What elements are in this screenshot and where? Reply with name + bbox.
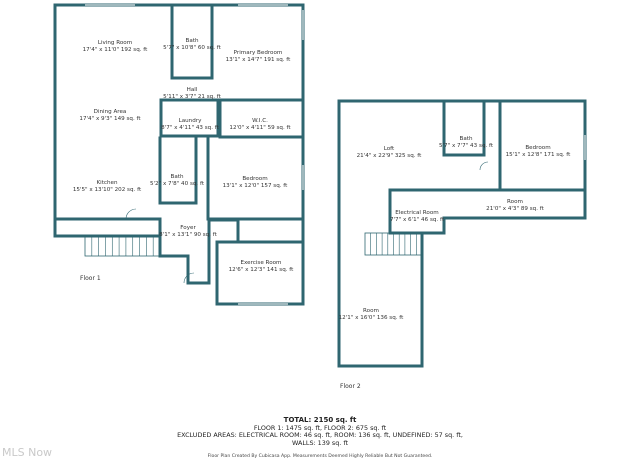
room-dims-wic: 12'0" x 4'11" 59 sq. ft bbox=[229, 125, 291, 131]
floor1-laundry-walls bbox=[159, 98, 220, 138]
floor1-bath2-walls bbox=[158, 136, 198, 205]
door-swing bbox=[125, 208, 137, 220]
floor1-bedroom-walls bbox=[206, 135, 305, 221]
room-name-room1: Room bbox=[507, 199, 523, 205]
floor2-label: Floor 2 bbox=[340, 383, 361, 390]
room-name-living: Living Room bbox=[98, 40, 132, 46]
room-dims-kitchen: 15'5" x 13'10" 202 sq. ft bbox=[73, 187, 142, 193]
room-dims-laundry: 8'7" x 4'11" 43 sq. ft bbox=[161, 125, 219, 131]
room-name-wic: W.I.C. bbox=[252, 118, 268, 124]
room-name-primary: Primary Bedroom bbox=[234, 50, 283, 56]
room-dims-loft: 21'4" x 22'9" 325 sq. ft bbox=[357, 153, 423, 159]
summary-total: TOTAL: 2150 sq. ft bbox=[283, 416, 357, 424]
room-name-bath1: Bath bbox=[185, 38, 198, 44]
floor1-kitchen-walls bbox=[53, 217, 162, 238]
summary-excluded: EXCLUDED AREAS: ELECTRICAL ROOM: 46 sq. … bbox=[177, 431, 463, 440]
room-dims-bath2: 5'2" x 7'8" 40 sq. ft bbox=[150, 181, 205, 187]
room-name-room2: Room bbox=[363, 308, 379, 314]
summary-floors: FLOOR 1: 1475 sq. ft, FLOOR 2: 675 sq. f… bbox=[253, 423, 387, 432]
room-name-bath2: Bath bbox=[170, 174, 183, 180]
summary-walls: WALLS: 139 sq. ft bbox=[291, 438, 349, 447]
room-name-electrical: Electrical Room bbox=[395, 210, 438, 216]
room-dims-bath3: 5'7" x 7'7" 43 sq. ft bbox=[439, 143, 494, 149]
room-name-loft: Loft bbox=[384, 146, 395, 152]
floor1-label: Floor 1 bbox=[80, 275, 101, 282]
room-name-exercise: Exercise Room bbox=[241, 260, 282, 266]
room-name-dining: Dining Area bbox=[94, 109, 127, 115]
room-name-laundry: Laundry bbox=[179, 118, 202, 124]
floor2-bath-walls bbox=[442, 99, 486, 157]
floor1-bath1-walls bbox=[170, 3, 214, 80]
room-dims-dining: 17'4" x 9'3" 149 sq. ft bbox=[79, 116, 141, 122]
floor1-stairs bbox=[84, 235, 161, 257]
room-dims-bath1: 5'7" x 10'8" 60 sq. ft bbox=[163, 45, 221, 51]
room-dims-electrical: 7'7" x 6'1" 46 sq. ft bbox=[390, 217, 445, 223]
room-name-bedroom2: Bedroom bbox=[525, 145, 550, 151]
room-dims-exercise: 12'6" x 12'3" 141 sq. ft bbox=[229, 267, 295, 273]
disclaimer: Floor Plan Created By Cubicasa App. Meas… bbox=[207, 454, 433, 459]
floor1-wic-walls bbox=[218, 98, 305, 139]
watermark: MLS Now bbox=[2, 446, 53, 459]
room-dims-foyer: 8'1" x 13'1" 90 sq. ft bbox=[159, 232, 217, 238]
room-dims-living: 17'4" x 11'0" 192 sq. ft bbox=[83, 47, 149, 53]
room-name-bedroom1: Bedroom bbox=[242, 176, 267, 182]
door-swing bbox=[479, 161, 489, 171]
room-dims-room2: 12'1" x 16'0" 136 sq. ft bbox=[339, 315, 405, 321]
room-name-hall: Hall bbox=[187, 87, 198, 93]
room-dims-room1: 21'0" x 4'3" 89 sq. ft bbox=[486, 206, 544, 212]
door-swing bbox=[183, 272, 195, 284]
room-dims-hall: 5'11" x 3'7" 21 sq. ft bbox=[163, 94, 221, 100]
room-name-foyer: Foyer bbox=[180, 225, 196, 231]
room-name-bath3: Bath bbox=[459, 136, 472, 142]
room-dims-bedroom2: 15'1" x 12'8" 171 sq. ft bbox=[506, 152, 572, 158]
room-dims-primary: 13'1" x 14'7" 191 sq. ft bbox=[226, 57, 292, 63]
room-dims-bedroom1: 13'1" x 12'0" 157 sq. ft bbox=[223, 183, 289, 189]
room-name-kitchen: Kitchen bbox=[96, 180, 117, 186]
area-summary: TOTAL: 2150 sq. ft FLOOR 1: 1475 sq. ft,… bbox=[0, 416, 640, 447]
